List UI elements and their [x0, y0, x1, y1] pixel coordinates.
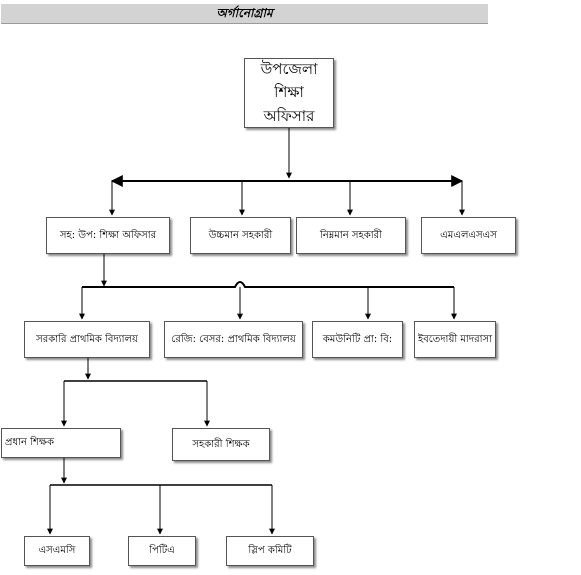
node-assistant-teacher: সহকারী শিক্ষক [172, 428, 270, 461]
node-govt-primary: সরকারি প্রাথমিক বিদ্যালয় [24, 321, 150, 358]
node-pta: পিটিএ [128, 536, 196, 566]
node-head-teacher: প্রধান শিক্ষক [1, 428, 121, 458]
node-upazila-officer: উপজেলা শিক্ষা অফিসার [244, 58, 334, 128]
node-asst-officer: সহ: উপ: শিক্ষা অফিসার [46, 217, 170, 254]
chart-title: অর্গানোগ্রাম [216, 6, 273, 20]
node-lower-assistant: নিম্নমান সহকারী [296, 217, 406, 254]
node-community-primary: কমউনিটি প্রা: বি: [312, 321, 403, 358]
node-ebtedayee-madrasa: ইবতেদায়ী মাদরাসা [414, 321, 496, 358]
node-higher-assistant: উচ্চমান সহকারী [190, 217, 291, 254]
school-bus [82, 281, 454, 288]
node-reg-private-primary: রেজি: বেসর: প্রাথমিক বিদ্যালয় [164, 321, 303, 358]
node-mlss: এমএলএসএস [421, 217, 516, 254]
title-bar: অর্গানোগ্রাম [1, 4, 488, 24]
node-slip-committee: স্লিপ কমিটি [226, 536, 314, 566]
node-smc: এসএমসি [24, 536, 90, 566]
